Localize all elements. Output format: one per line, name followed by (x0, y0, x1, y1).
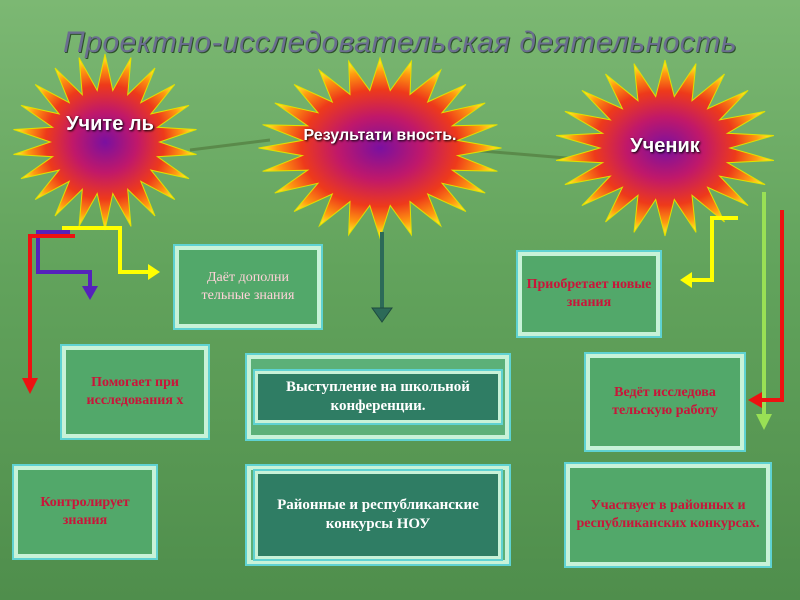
competitions-frame: Районные и республиканские конкурсы НОУ (247, 466, 509, 564)
school-conference-box: Выступление на школьной конференции. (255, 371, 501, 423)
helps-research-box: Помогает при исследования х (62, 346, 208, 438)
yellow-arrowhead (148, 264, 160, 280)
student-label: Ученик (600, 134, 730, 158)
acquires-knowledge-box: Приобретает новые знания (518, 252, 660, 336)
red-arrowhead-left (22, 378, 38, 394)
competitions-box: Районные и республиканские конкурсы НОУ (255, 471, 501, 559)
result-down-arrowhead (372, 308, 392, 322)
gives-knowledge-box: Даёт дополни тельные знания (175, 246, 321, 328)
result-starburst (259, 58, 502, 238)
yellow-arrow-student (690, 218, 738, 280)
lightgreen-arrowhead (756, 414, 772, 430)
purple-arrowhead (82, 286, 98, 300)
school-conference-frame: Выступление на школьной конференции. (247, 355, 509, 439)
teacher-label: Учите ль (55, 112, 165, 136)
teacher-starburst (14, 54, 197, 230)
red-arrowhead-right (748, 392, 762, 408)
result-label: Результати вность. (300, 126, 460, 146)
yellow-arrowhead-student (680, 272, 692, 288)
leads-research-box: Ведёт исследова тельскую работу (586, 354, 744, 450)
yellow-arrow-teacher (62, 228, 150, 272)
participates-box: Участвует в районных и республиканских к… (566, 464, 770, 566)
purple-arrow (38, 232, 90, 288)
controls-knowledge-box: Контролирует знания (14, 466, 156, 558)
